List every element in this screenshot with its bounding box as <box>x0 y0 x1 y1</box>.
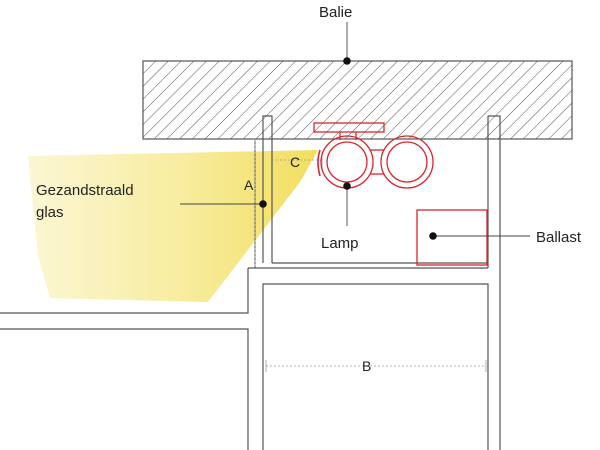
lamp-tube-right <box>380 135 434 189</box>
dimension-c-label: C <box>290 154 300 170</box>
lamp <box>313 122 434 189</box>
counter-label: Balie <box>319 4 352 21</box>
lamp-mount-bar <box>313 122 385 133</box>
glass-label-line2: glas <box>36 204 64 221</box>
leader-dots <box>259 57 437 240</box>
counter-slab <box>142 60 573 140</box>
glass-dot <box>259 200 267 208</box>
ballast-box <box>416 209 488 266</box>
glass-label-line1: Gezandstraald <box>36 182 134 199</box>
counter-dot <box>343 57 351 65</box>
light-beam <box>28 150 318 302</box>
leader-lines <box>180 22 530 237</box>
ballast-dot <box>429 232 437 240</box>
ballast-label: Ballast <box>536 229 582 246</box>
lamp-tube-left <box>320 135 374 189</box>
lamp-label: Lamp <box>321 235 359 252</box>
dimension-b-label: B <box>362 358 371 374</box>
dimension-a-label: A <box>244 177 254 193</box>
lamp-dot <box>343 182 351 190</box>
dimension-b <box>265 360 487 372</box>
housing-outline <box>0 115 501 450</box>
